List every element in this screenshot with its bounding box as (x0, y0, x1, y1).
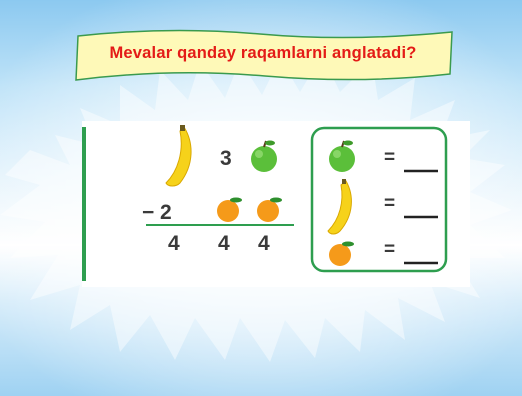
fruit-puzzle: 3 − 2 4 4 4 = = = (82, 121, 470, 287)
minus-sign: − (142, 201, 155, 224)
orange-icon (257, 197, 282, 222)
top-digit: 3 (220, 147, 232, 170)
green-apple-icon (329, 140, 355, 172)
banana-icon (165, 125, 192, 187)
orange-icon (329, 241, 354, 266)
title-text: Mevalar qanday raqamlarni anglatadi? (109, 44, 417, 62)
banana-icon (327, 179, 352, 235)
equals-sign: = (384, 193, 396, 214)
title-banner: Mevalar qanday raqamlarni anglatadi? (70, 24, 456, 86)
result-digit: 4 (218, 232, 230, 255)
answer-box (310, 126, 448, 273)
green-apple-icon (251, 140, 277, 172)
equals-sign: = (384, 147, 396, 168)
result-digit: 4 (168, 232, 180, 255)
middle-digit: 2 (160, 201, 172, 224)
orange-icon (217, 197, 242, 222)
left-green-bar (82, 127, 86, 281)
result-digit: 4 (258, 232, 270, 255)
equals-sign: = (384, 239, 396, 260)
banner-shape (75, 29, 453, 81)
puzzle-graphics (82, 125, 448, 281)
